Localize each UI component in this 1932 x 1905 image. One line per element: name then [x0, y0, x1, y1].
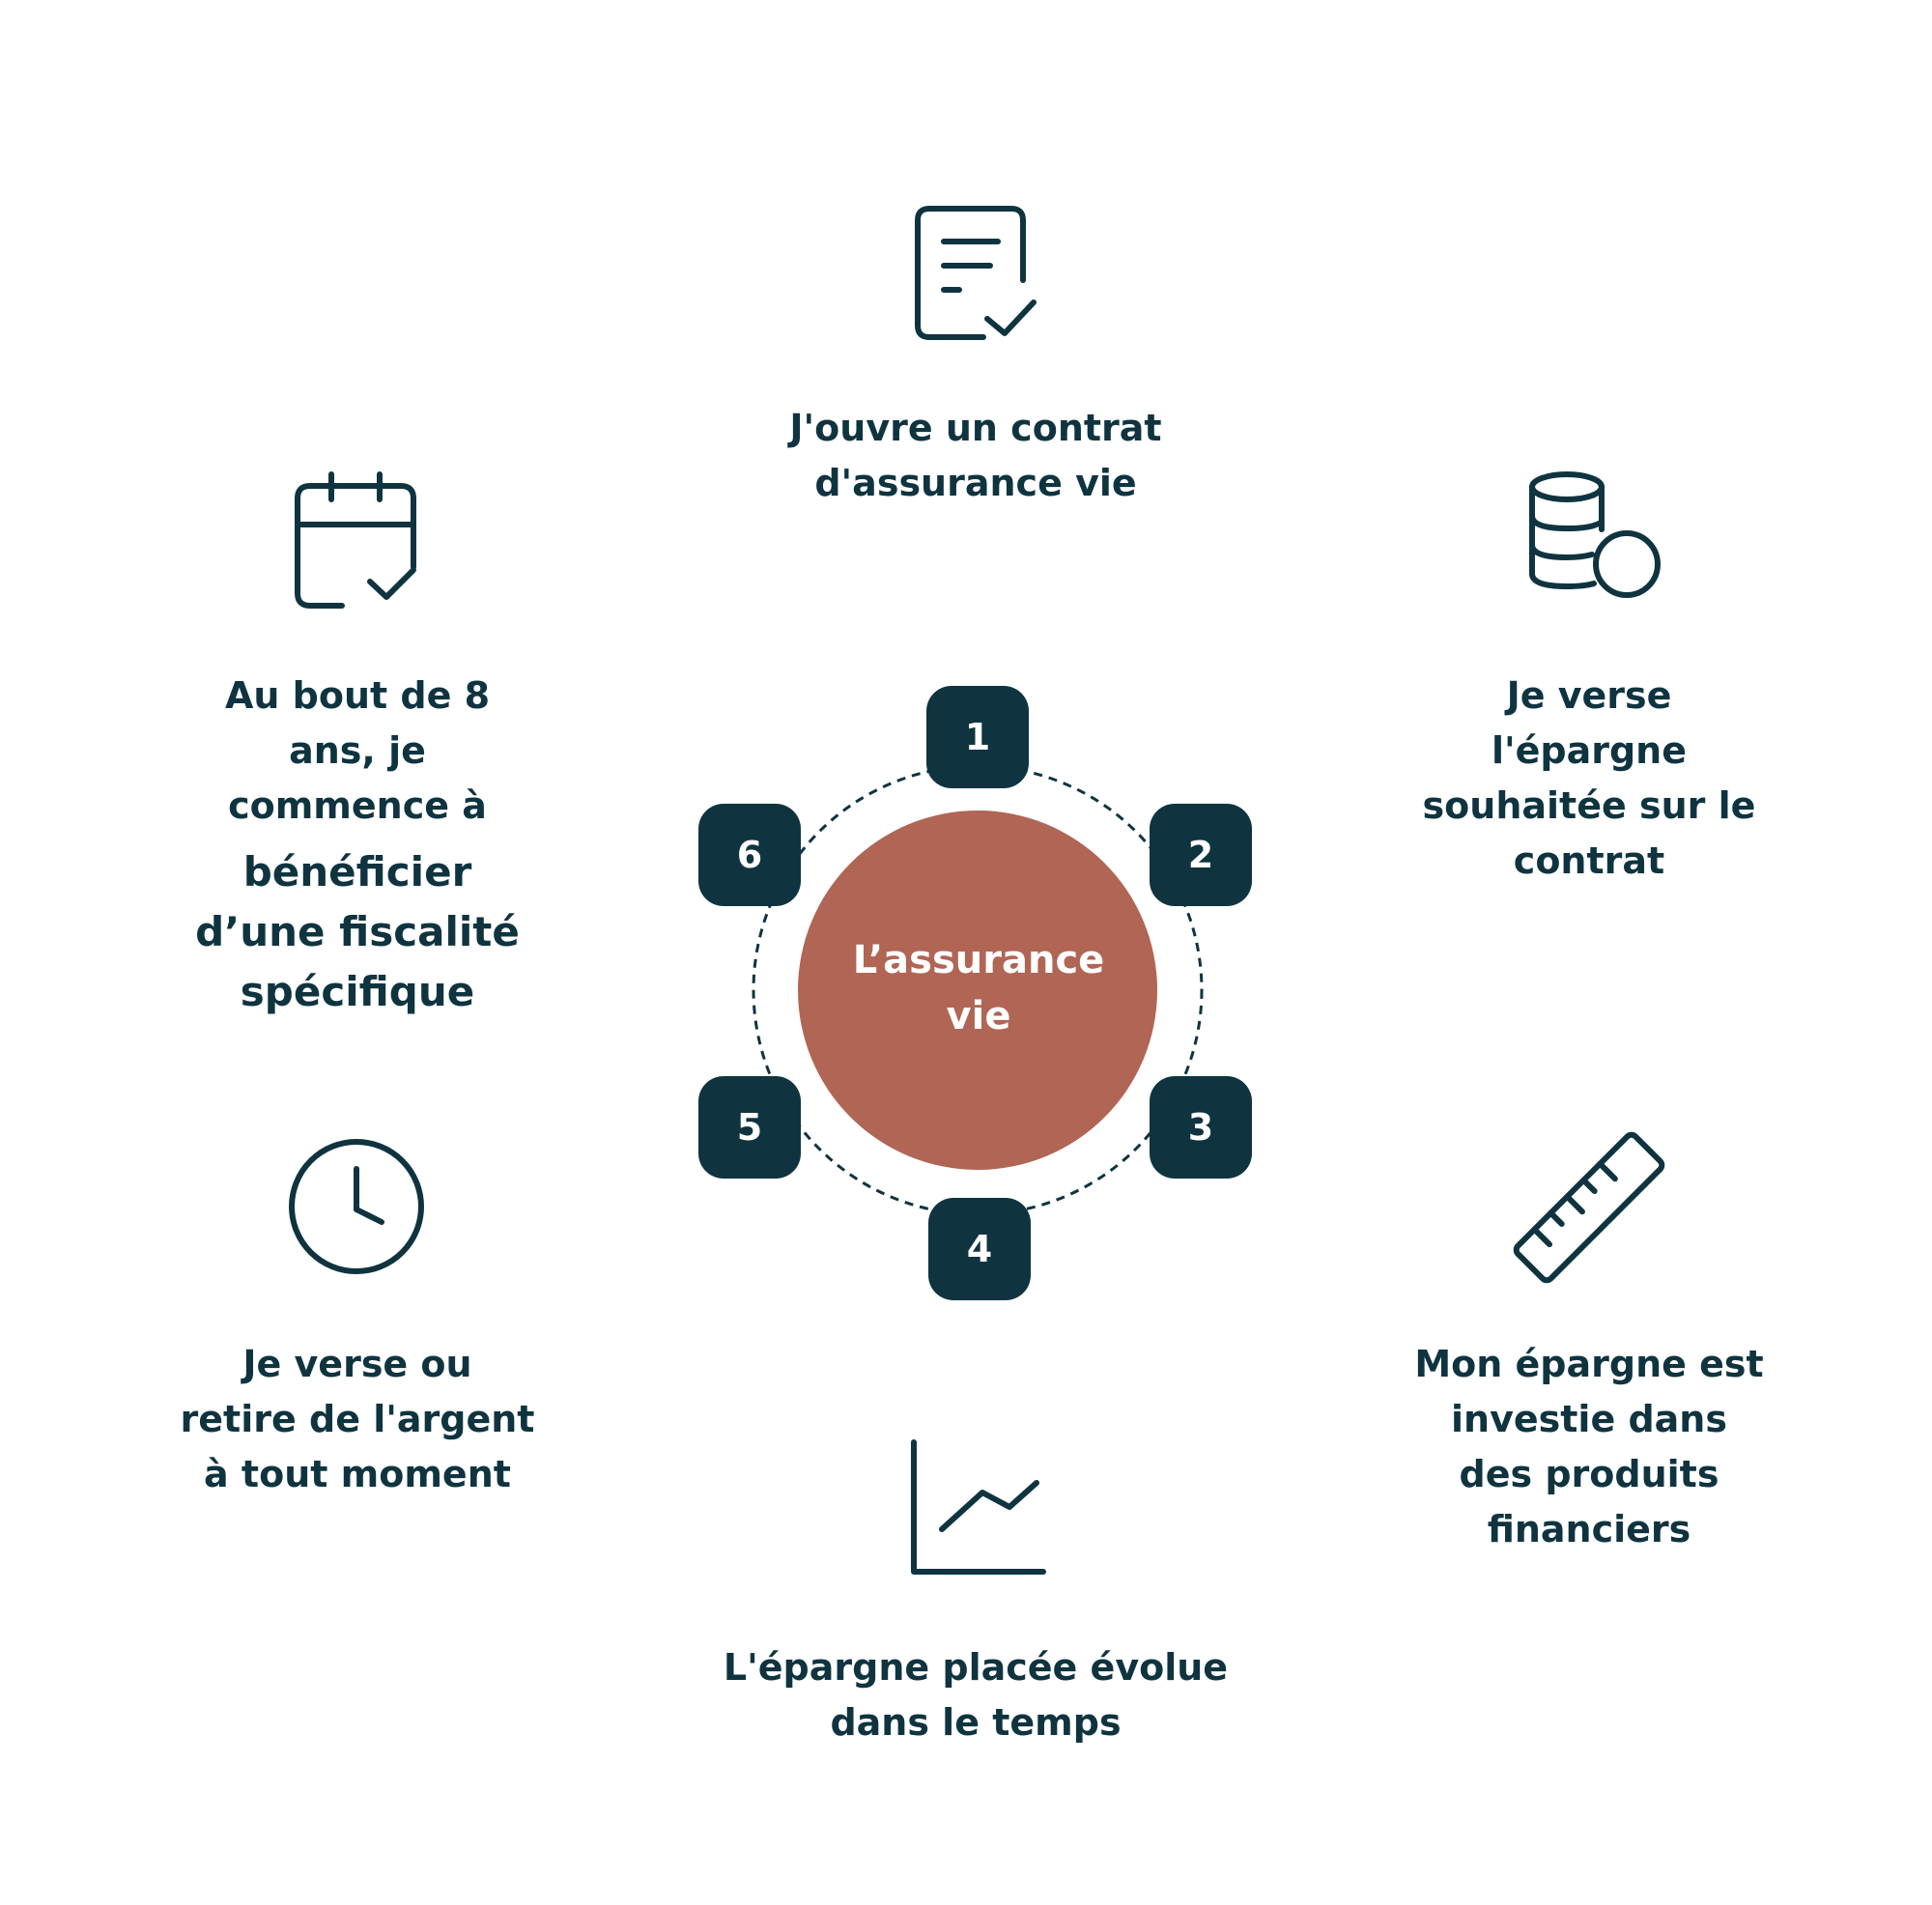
step-number: 4 — [966, 1228, 993, 1270]
step-badge-5: 5 — [698, 1076, 801, 1179]
clock-icon — [289, 1139, 424, 1274]
step-label-5: Je verse ou retire de l'argent à tout mo… — [180, 1343, 535, 1495]
step-number: 2 — [1187, 834, 1214, 876]
step-badge-2: 2 — [1150, 804, 1252, 906]
document-check-icon — [915, 206, 1037, 340]
center-circle — [798, 810, 1157, 1170]
step-label-3: Mon épargne est investie dans des produi… — [1414, 1343, 1764, 1550]
step-number: 3 — [1187, 1106, 1214, 1149]
step-badge-3: 3 — [1150, 1076, 1252, 1179]
database-coin-icon — [1529, 471, 1661, 598]
ruler-icon — [1513, 1131, 1665, 1284]
step-label-6-continued: bénéficier d’une fiscalité spécifique — [195, 848, 520, 1015]
step-badge-4: 4 — [928, 1198, 1031, 1300]
step-badge-6: 6 — [698, 804, 801, 906]
line-chart-icon — [911, 1439, 1046, 1575]
step-number: 1 — [964, 716, 991, 758]
step-number: 6 — [736, 834, 763, 876]
step-label-2: Je verse l'épargne souhaitée sur le cont… — [1422, 674, 1756, 882]
step-label-6: Au bout de 8 ans, je commence à — [224, 674, 491, 827]
calendar-check-icon — [295, 471, 416, 609]
step-badge-1: 1 — [926, 686, 1029, 788]
step-label-1: J'ouvre un contrat d'assurance vie — [789, 407, 1162, 504]
step-number: 5 — [736, 1106, 763, 1149]
step-label-4: L'épargne placée évolue dans le temps — [723, 1646, 1229, 1744]
center-title: L’assurance vie — [852, 938, 1105, 1038]
